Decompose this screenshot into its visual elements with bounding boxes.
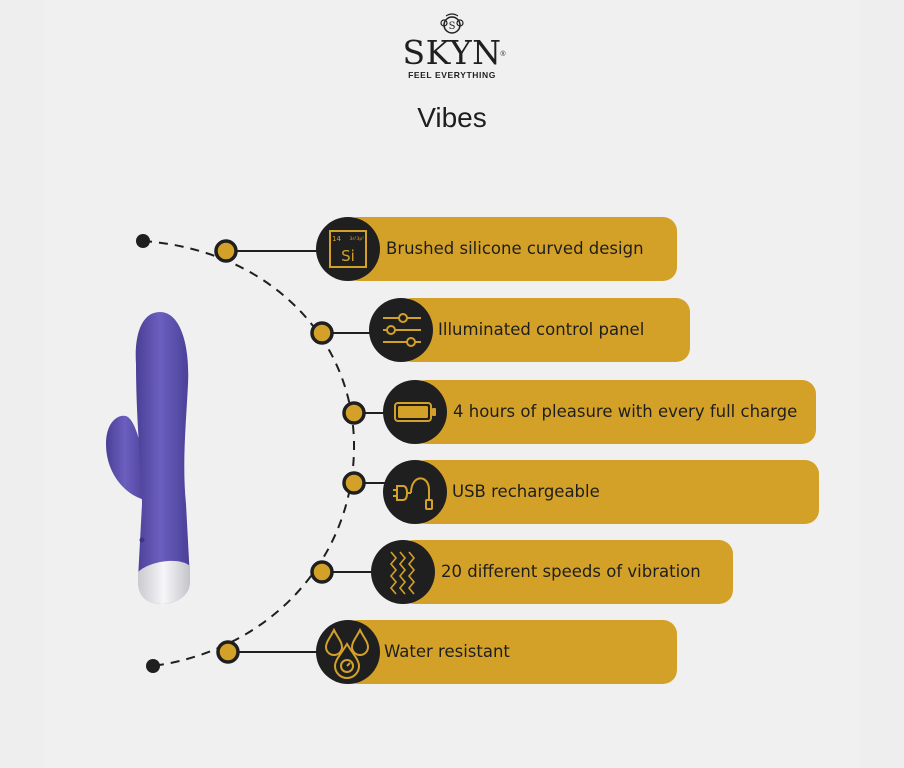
feature-pill-water-resistant: Water resistant (344, 620, 677, 684)
feature-pill-control-panel: Illuminated control panel (398, 298, 690, 362)
battery-icon (383, 380, 447, 444)
connector-4 (342, 471, 386, 495)
feature-pill-speeds: 20 different speeds of vibration (400, 540, 733, 604)
feature-label: Illuminated control panel (438, 320, 645, 339)
feature-pill-usb: USB rechargeable (412, 460, 819, 524)
sliders-icon (369, 298, 433, 362)
silicon-element-icon: 14 3s²3p² Si (316, 217, 380, 281)
feature-label: USB rechargeable (452, 482, 600, 501)
vibration-waves-icon (371, 540, 435, 604)
usb-plug-icon (383, 460, 447, 524)
left-margin (0, 0, 44, 768)
connector-3 (342, 401, 386, 425)
registered-mark: ® (500, 51, 506, 58)
brand-tagline: FEEL EVERYTHING (408, 70, 496, 80)
connector-6 (216, 640, 320, 664)
crest-letter: S (449, 21, 456, 32)
element-number: 14 (332, 235, 341, 243)
feature-label: Brushed silicone curved design (386, 239, 644, 258)
brand-name-text: SKYN (402, 33, 502, 72)
right-margin (860, 0, 904, 768)
arc-endpoint-top (136, 234, 150, 248)
element-symbol: Si (341, 247, 355, 265)
element-config: 3s²3p² (349, 236, 364, 242)
dashed-arc (142, 240, 356, 667)
feature-label: Water resistant (384, 642, 510, 661)
connector-2 (310, 321, 372, 345)
feature-label: 20 different speeds of vibration (441, 562, 701, 581)
water-drops-icon (316, 620, 380, 684)
page-title: Vibes (417, 102, 487, 133)
brand-logo: S SKYN® FEEL EVERYTHING (394, 12, 510, 82)
arc-endpoint-bottom (146, 659, 160, 673)
rabbit-vibrator-product (106, 312, 190, 604)
brand-name: SKYN® (394, 36, 510, 69)
connector-1 (214, 239, 320, 263)
feature-pill-battery-life: 4 hours of pleasure with every full char… (412, 380, 816, 444)
crest-icon: S (440, 13, 464, 34)
feature-label: 4 hours of pleasure with every full char… (453, 402, 798, 421)
connector-5 (310, 560, 374, 584)
feature-pill-silicone: Brushed silicone curved design (344, 217, 677, 281)
